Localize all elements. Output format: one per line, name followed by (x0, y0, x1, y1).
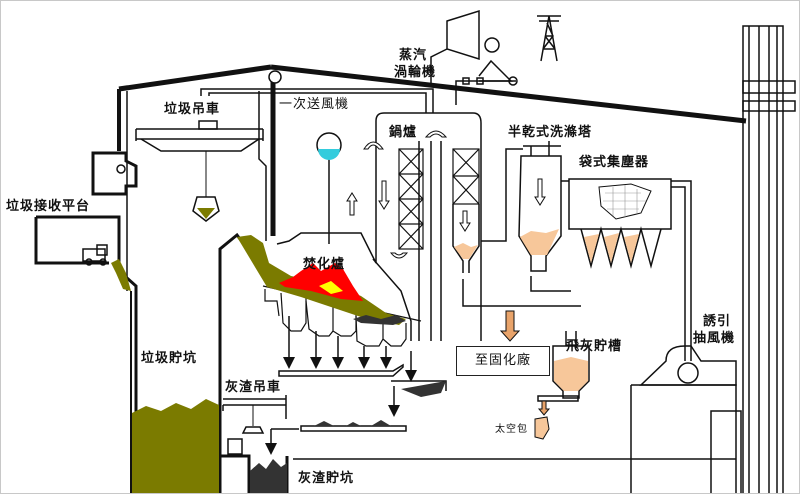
garbage-grab (192, 196, 220, 222)
garbage-crane-label: 垃圾吊車 (164, 102, 221, 117)
boiler-label: 鍋爐 (389, 125, 418, 140)
garbage-in-grab (197, 208, 215, 219)
jumbo-bag-label: 太空包 (495, 424, 528, 435)
power-tower-icon (537, 15, 561, 62)
flame (279, 263, 363, 301)
id-fan-label-2: 抽風機 (693, 331, 736, 346)
fly-ash-boiler (454, 243, 478, 259)
ash-grab (241, 426, 265, 434)
boiler-tube-bank (398, 148, 480, 250)
id-fan-icon (677, 362, 699, 384)
primary-fan-icon (268, 70, 282, 84)
receiving-platform-label: 垃圾接收平台 (6, 199, 91, 214)
ash-conveyor-upper (278, 363, 404, 377)
garbage-heap-pit (132, 399, 219, 493)
ash-pit-label: 灰渣貯坑 (298, 471, 355, 486)
to-solidification-box: 至固化廠 (456, 346, 550, 376)
roof-left (118, 64, 272, 92)
garbage-chute (237, 235, 406, 325)
ash-drop-arrows (265, 316, 417, 455)
ash-on-grate (353, 315, 406, 325)
ash-conveyor-lower (300, 425, 407, 432)
flow-turn-arrow (363, 141, 384, 150)
fly-ash-tank-label: 飛灰貯槽 (566, 339, 623, 354)
flow-arrow-up (346, 192, 358, 216)
chimney (742, 25, 796, 493)
receiving-platform (36, 215, 138, 493)
fly-ash-baghouse (584, 233, 639, 263)
ash-crane-label: 灰渣吊車 (225, 380, 282, 395)
arrow-to-solidification (499, 310, 521, 342)
baghouse-label: 袋式集塵器 (579, 155, 650, 170)
id-fan-housing (639, 345, 737, 386)
turbine-label-2: 渦輪機 (394, 65, 437, 80)
roof-right (270, 64, 747, 124)
ash-pile-pit (250, 459, 287, 493)
generator (478, 59, 513, 82)
scrubber-label: 半乾式洗滌塔 (508, 125, 593, 140)
garbage-falling (111, 259, 131, 291)
incinerator-label: 焚化爐 (303, 257, 346, 272)
id-fan-label-1: 誘引 (703, 314, 732, 329)
turbine-label-1: 蒸汽 (399, 48, 428, 63)
garbage-pit-label: 垃圾貯坑 (141, 351, 198, 366)
ash-crane-rail (222, 395, 287, 419)
arrow-to-jumbo-bag (537, 400, 551, 416)
primary-fan-label: 一次送風機 (279, 97, 350, 112)
flow-arrow-down-boiler (459, 210, 471, 232)
steam-turbine (446, 9, 480, 61)
scrubber-tower (518, 155, 562, 272)
fly-ash-in-tank (554, 357, 588, 391)
fly-ash-scrubber (520, 229, 559, 255)
flow-arrow-down (378, 180, 390, 210)
boiler-outline (276, 112, 482, 341)
garbage-crane-rail (135, 128, 264, 141)
fly-ash-tank (552, 345, 590, 399)
baghouse (568, 178, 672, 230)
truck-icon (82, 244, 108, 266)
ash-in-hopper (401, 381, 446, 397)
flow-arrow-down-scrubber (534, 178, 546, 206)
jumbo-bag-icon (534, 416, 550, 440)
control-cabin (91, 151, 138, 196)
